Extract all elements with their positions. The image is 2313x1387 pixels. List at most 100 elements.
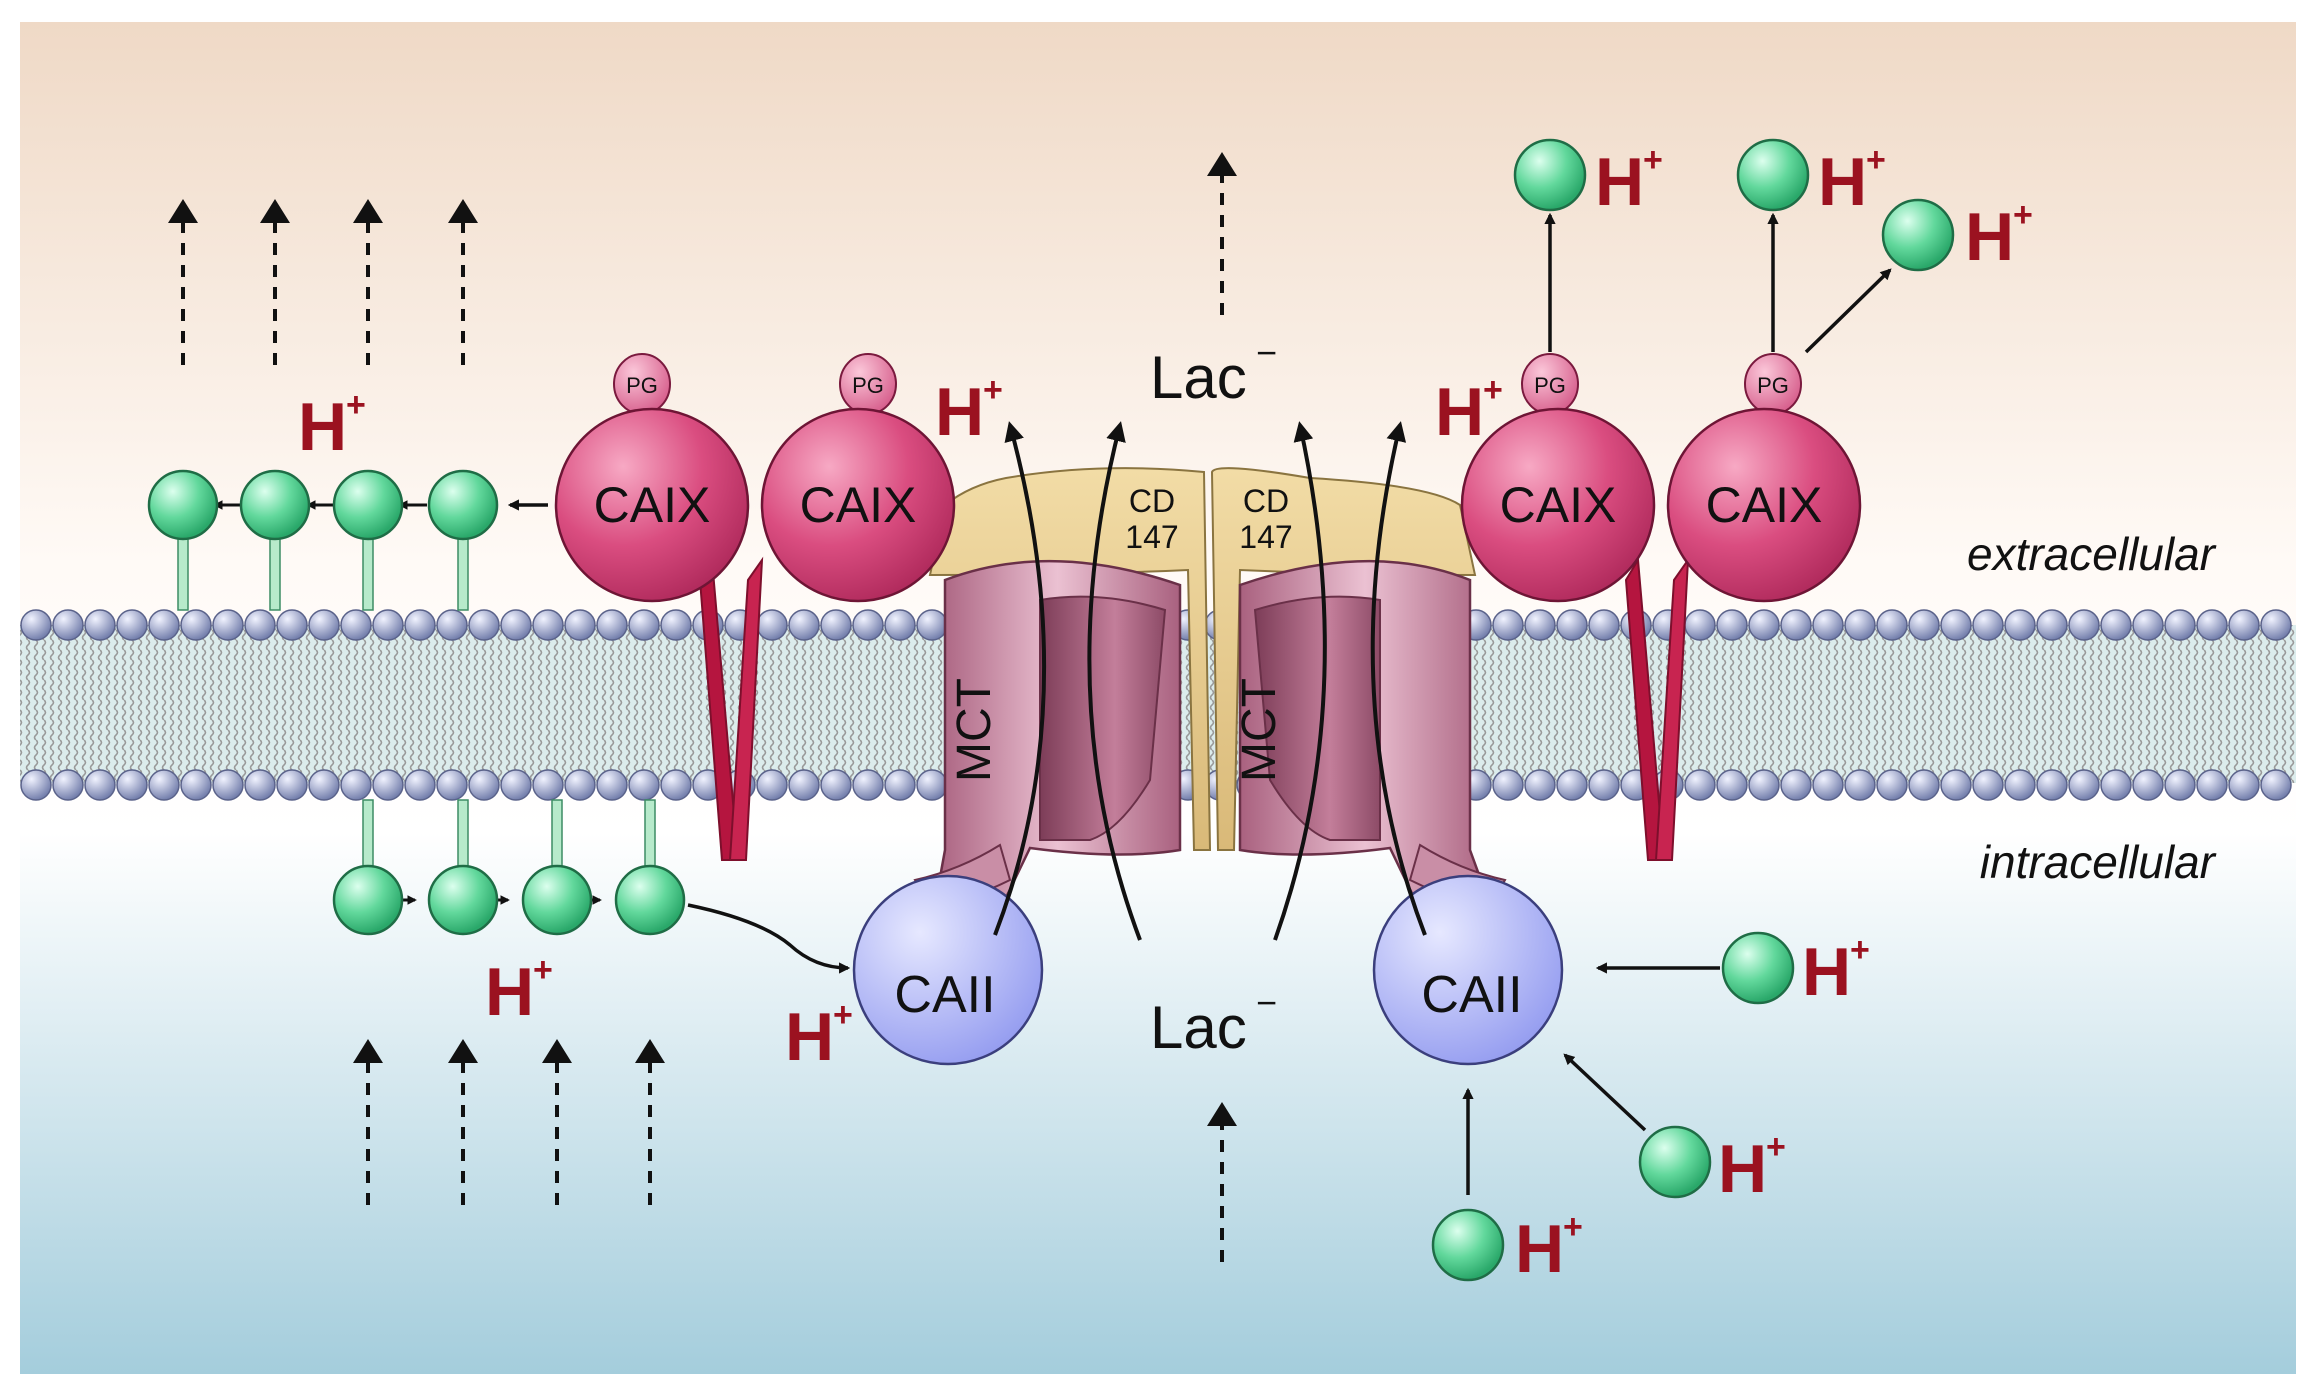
caii-label: CAII — [894, 966, 995, 1024]
transport-flux-arrows — [993, 421, 1427, 941]
lipid-head — [372, 609, 404, 641]
mct-transporter-right: MCT — [1233, 560, 1507, 918]
lipid-head — [2164, 609, 2196, 641]
lipid-head — [1748, 769, 1780, 801]
lipid-head — [1716, 769, 1748, 801]
pg-label: PG — [1757, 373, 1789, 398]
cd147-label-bottom: 147 — [1239, 519, 1292, 555]
proton-charge: + — [1766, 1128, 1786, 1166]
caii-enzyme-left: CAII — [852, 874, 1044, 1066]
caix-transmembrane-stalks — [698, 556, 1690, 861]
lipid-head — [852, 609, 884, 641]
lipid-head — [2132, 769, 2164, 801]
proton-symbol: H — [1802, 934, 1851, 1010]
bound-proton-sphere — [614, 864, 686, 936]
lipid-head — [2228, 609, 2260, 641]
lipid-head — [1524, 769, 1556, 801]
proton-charge: + — [833, 996, 853, 1034]
lipid-head — [788, 609, 820, 641]
lipid-head — [1492, 769, 1524, 801]
proton-label: H+ — [1818, 141, 1886, 220]
lipid-head — [1940, 769, 1972, 801]
lipid-head — [468, 769, 500, 801]
lipid-head — [340, 769, 372, 801]
proton-charge: + — [1563, 1208, 1583, 1246]
lipid-head — [852, 769, 884, 801]
lipid-head — [1524, 609, 1556, 641]
lactate-label: Lac — [1150, 344, 1247, 411]
lactate-charge: − — [1256, 332, 1277, 373]
lipid-head — [1684, 769, 1716, 801]
lipid-head — [116, 769, 148, 801]
lipid-head — [468, 609, 500, 641]
intracellular-label: intracellular — [1980, 836, 2217, 888]
lipid-head — [1876, 769, 1908, 801]
mct-label: MCT — [948, 678, 1001, 782]
lipid-head — [308, 609, 340, 641]
proton-symbol: H — [1515, 1211, 1564, 1287]
lipid-head — [244, 769, 276, 801]
bound-proton-sphere — [332, 469, 404, 541]
lipid-head — [1588, 769, 1620, 801]
lipid-head — [20, 609, 52, 641]
lipid-head — [84, 609, 116, 641]
lipid-head — [212, 769, 244, 801]
proton-label: H+ — [485, 951, 553, 1030]
lipid-head — [2004, 769, 2036, 801]
dashed-arrow-head — [353, 199, 383, 223]
proton-label: H+ — [1718, 1128, 1786, 1207]
lipid-head — [1940, 609, 1972, 641]
diffusion-arrows — [168, 152, 1237, 1262]
lipid-head — [2068, 609, 2100, 641]
lipid-head — [564, 769, 596, 801]
dashed-arrow-head — [168, 199, 198, 223]
lipid-head — [116, 609, 148, 641]
caix-stalk — [1654, 556, 1690, 861]
lactate-label: Lac — [1150, 994, 1247, 1061]
dashed-arrow-head — [542, 1039, 572, 1063]
proton-charge: + — [1850, 931, 1870, 969]
lipid-head — [1844, 769, 1876, 801]
proton-flux-arrow — [993, 421, 1047, 936]
dashed-arrow-head — [448, 199, 478, 223]
lipid-head — [756, 769, 788, 801]
lipid-head — [1748, 609, 1780, 641]
proton-label: H+ — [1515, 1208, 1583, 1287]
lipid-head — [532, 609, 564, 641]
lactate-extracellular: Lac − — [1150, 332, 1277, 411]
proton-charge: + — [983, 371, 1003, 409]
lipid-head — [820, 769, 852, 801]
mct-label: MCT — [1233, 678, 1286, 782]
bound-proton-sphere — [427, 864, 499, 936]
lactate-charge: − — [1256, 982, 1277, 1023]
lipid-head — [2228, 769, 2260, 801]
proton-symbol: H — [1965, 199, 2014, 275]
lipid-head — [244, 609, 276, 641]
proton-sphere — [1431, 1208, 1505, 1282]
pg-label: PG — [852, 373, 884, 398]
caix-label: CAIX — [1500, 477, 1617, 533]
caix-enzyme-2: PG CAIX — [760, 353, 956, 603]
lipid-head — [436, 769, 468, 801]
lipid-head — [1684, 609, 1716, 641]
proton-labels: H+H+H+H+H+H+H+H+H+H+H+ — [298, 141, 2033, 1287]
lipid-head — [2036, 769, 2068, 801]
caix-sphere — [1666, 407, 1862, 603]
lipid-head — [2164, 769, 2196, 801]
lactate-intracellular: Lac − — [1150, 982, 1277, 1061]
caix-stalk — [1624, 556, 1666, 861]
proton-symbol: H — [1818, 144, 1867, 220]
caix-sphere — [760, 407, 956, 603]
lipid-head — [1876, 609, 1908, 641]
proton-symbol: H — [1595, 144, 1644, 220]
pg-to-proton-arrow — [1804, 268, 1892, 354]
lipid-head — [884, 769, 916, 801]
lipid-head — [532, 769, 564, 801]
lipid-head — [660, 609, 692, 641]
caix-stalk — [728, 556, 764, 861]
proton-symbol: H — [298, 389, 347, 465]
caix-enzyme-3: PG CAIX — [1460, 353, 1656, 603]
lactate-flux-arrow — [1273, 421, 1327, 941]
bound-proton-sphere — [332, 864, 404, 936]
